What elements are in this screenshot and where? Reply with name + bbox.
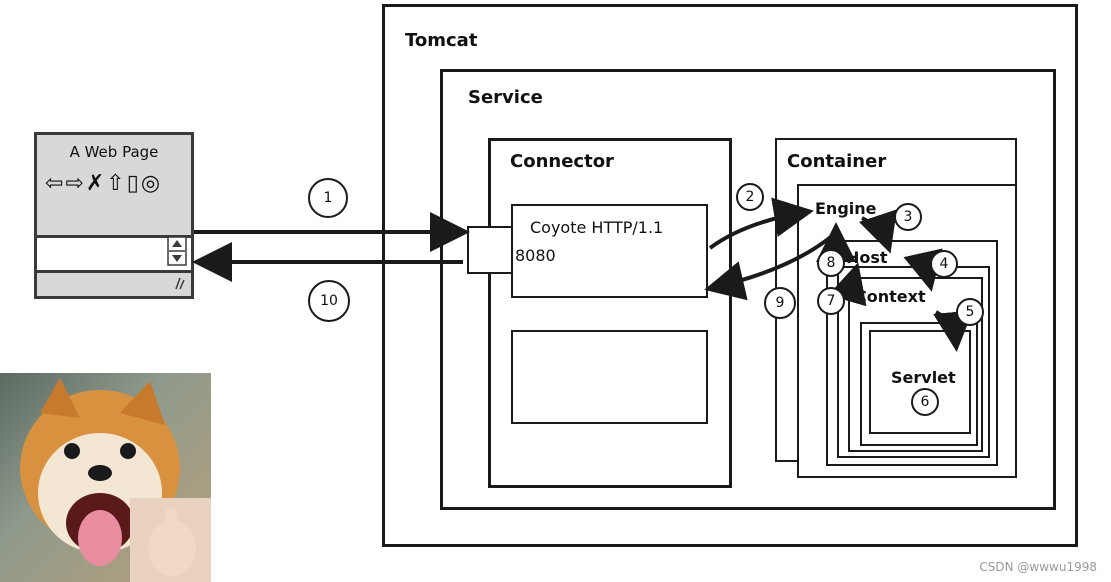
shiba-dog-icon — [20, 378, 211, 582]
arrow-3 — [858, 209, 897, 254]
arrow-7 — [827, 262, 867, 307]
web-page-widget: A Web Page ⇦⇨✗⇧▯◎ — [34, 132, 194, 299]
port-box — [467, 226, 513, 274]
step-4-marker: 4 — [930, 250, 958, 278]
step-9-marker: 9 — [764, 287, 796, 319]
step-1-marker: 1 — [308, 178, 348, 218]
servlet-box — [869, 330, 971, 434]
arrow-2 — [708, 197, 814, 250]
step-5-marker: 5 — [956, 298, 984, 326]
shiba-thumbs-up-photo — [0, 373, 211, 582]
connector-empty-box — [511, 330, 708, 424]
step-8-marker: 8 — [817, 249, 845, 277]
step-3-marker: 3 — [894, 203, 922, 231]
arrow-4 — [903, 248, 943, 292]
watermark-text: CSDN @wwwu1998 — [979, 560, 1097, 574]
port-label: 8080 — [515, 246, 556, 265]
scroll-arrows-icon — [167, 236, 187, 266]
coyote-box — [511, 204, 708, 298]
step-6-marker: 6 — [911, 388, 939, 416]
arrow-9 — [704, 234, 834, 301]
servlet-label: Servlet — [891, 368, 956, 387]
step-7-marker: 7 — [817, 287, 845, 315]
resize-grip-icon — [175, 277, 185, 290]
coyote-label: Coyote HTTP/1.1 — [530, 218, 664, 237]
step-10-marker: 10 — [308, 280, 350, 322]
connector-label: Connector — [510, 151, 614, 172]
tomcat-label: Tomcat — [405, 30, 478, 51]
connector-box — [488, 138, 732, 488]
engine-inner-box — [806, 192, 1010, 470]
browser-toolbar-icons: ⇦⇨✗⇧▯◎ — [45, 171, 163, 196]
web-page-title: A Web Page — [69, 143, 159, 161]
service-label: Service — [468, 87, 543, 108]
container-label: Container — [787, 151, 887, 172]
address-bar — [37, 235, 191, 273]
step-2-marker: 2 — [736, 183, 764, 211]
arrow-5 — [933, 310, 974, 352]
